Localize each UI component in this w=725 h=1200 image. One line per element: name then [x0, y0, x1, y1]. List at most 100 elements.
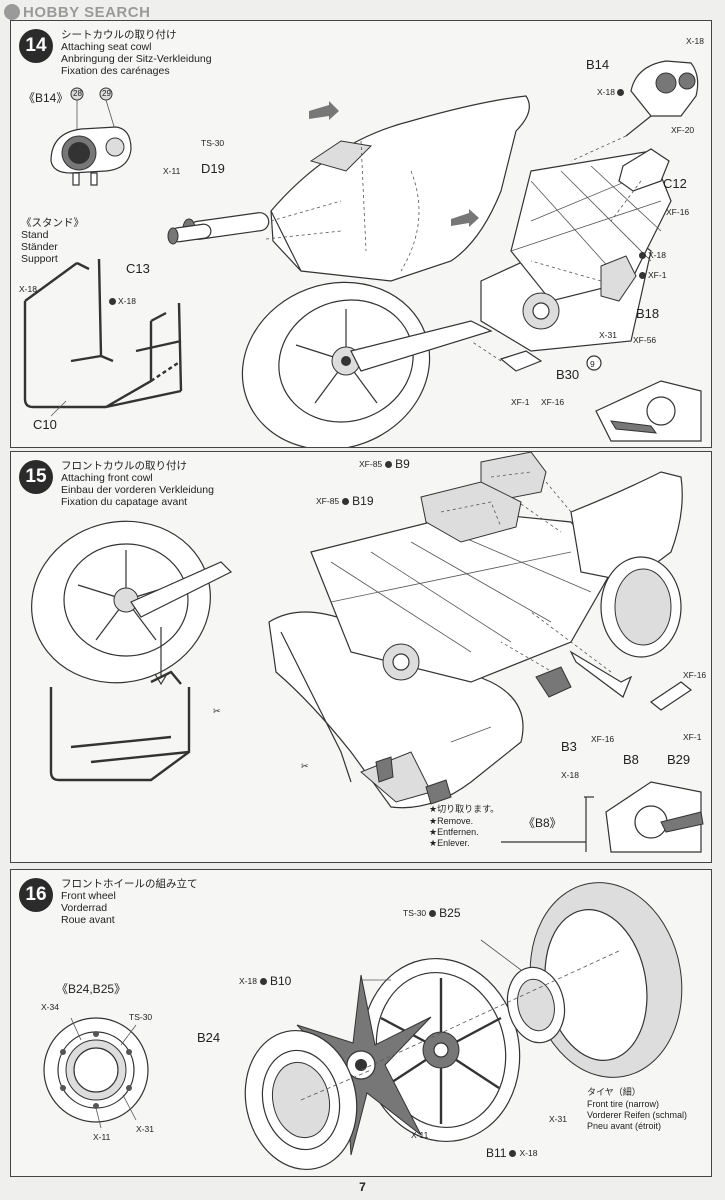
callout-9: 9: [590, 359, 595, 369]
tire-caption-jp: タイヤ（細）: [587, 1088, 641, 1098]
step-15-header: 15 フロントカウルの取り付け Attaching front cowl Ein…: [19, 460, 214, 508]
paint-dot-icon: [259, 977, 267, 985]
tire-caption-de: Vorderer Reifen (schmal): [587, 1110, 688, 1120]
paint-stand-x18-b: X-18: [109, 296, 136, 306]
step-14-title-en: Attaching seat cowl: [61, 41, 152, 53]
tire-caption-en: Front tire (narrow): [587, 1099, 660, 1109]
part-c10: C10: [33, 417, 57, 432]
paint-b14-x18-a: X-18: [686, 36, 704, 46]
paint-b18-xf56: XF-56: [633, 335, 657, 345]
cut-note-jp: ★切り取ります。: [429, 805, 500, 815]
cut-mark-a: ✂: [213, 707, 221, 717]
part-b8: B8: [623, 752, 639, 767]
step-14-header: 14 シートカウルの取り付け Attaching seat cowl Anbri…: [19, 29, 212, 77]
paint-inset-x31: X-31: [136, 1124, 154, 1134]
decal-29: 29: [102, 89, 111, 98]
paint-dot-icon: [509, 1149, 517, 1157]
cut-note-fr: ★Enlever.: [429, 838, 470, 848]
step-15-panel: 15 フロントカウルの取り付け Attaching front cowl Ein…: [10, 451, 712, 863]
paint-rotor-x31: X-31: [549, 1114, 567, 1124]
part-b14: B14: [586, 57, 610, 72]
step-14-title-de: Anbringung der Sitz-Verkleidung: [61, 53, 212, 65]
step-14-drawing: [23, 60, 702, 447]
watermark-text: HOBBY SEARCH: [23, 3, 151, 21]
paint-b14-xf20: XF-20: [671, 125, 695, 135]
step-16-number: 16: [19, 878, 53, 912]
step-14-title-jp: シートカウルの取り付け: [61, 29, 177, 41]
part-c12: C12: [663, 176, 687, 191]
tire-caption-fr: Pneu avant (étroit): [587, 1121, 662, 1131]
paint-dot-icon: [639, 251, 646, 259]
paint-dot-icon: [616, 88, 624, 96]
page-number: 7: [359, 1180, 366, 1194]
paint-b30-xf1: XF-1: [511, 397, 530, 407]
paint-b3-x18: X-18: [561, 770, 579, 780]
paint-dot-icon: [639, 271, 646, 279]
paint-b30-xf16: XF-16: [541, 397, 565, 407]
paint-d19-x11: X-11: [163, 166, 181, 176]
tire-caption: タイヤ（細） Front tire (narrow) Vorderer Reif…: [587, 1088, 687, 1132]
paint-b18-x18: X-18: [639, 250, 666, 260]
step-15-title-de: Einbau der vorderen Verkleidung: [61, 484, 214, 496]
cut-note-en: ★Remove.: [429, 816, 474, 826]
part-b18: B18: [636, 306, 660, 321]
stand-caption: 《スタンド》 Stand Ständer Support: [21, 217, 84, 265]
step-16-title-en: Front wheel: [61, 890, 116, 902]
step-15-title-en: Attaching front cowl: [61, 472, 153, 484]
stand-caption-fr: Support: [21, 253, 58, 265]
part-b30: B30: [556, 367, 580, 382]
paint-b10-x11: X-11: [411, 1130, 429, 1140]
stand-caption-de: Ständer: [21, 241, 58, 253]
part-b3: B3: [561, 739, 577, 754]
stand-caption-en: Stand: [21, 229, 49, 241]
inset-b8-label: 《B8》: [523, 816, 562, 830]
part-c13: C13: [126, 261, 150, 276]
paint-inset-x11: X-11: [93, 1132, 111, 1142]
step-14-title-fr: Fixation des carénages: [61, 65, 170, 77]
inset-b24-b25-label: 《B24,B25》: [56, 982, 127, 996]
paint-b8-xf16: XF-16: [591, 734, 615, 744]
step-14-titles: シートカウルの取り付け Attaching seat cowl Anbringu…: [61, 29, 212, 77]
paint-inset-x34: X-34: [41, 1002, 59, 1012]
paint-dot-icon: [385, 460, 393, 468]
paint-inset-ts30: TS-30: [129, 1012, 153, 1022]
step-16-header: 16 フロントホイールの組み立て Front wheel Vorderrad R…: [19, 878, 198, 926]
step-14-number: 14: [19, 29, 53, 63]
paint-b29-xf16: XF-16: [683, 670, 707, 680]
step-16-titles: フロントホイールの組み立て Front wheel Vorderrad Roue…: [61, 878, 198, 926]
step-16-title-de: Vorderrad: [61, 902, 108, 914]
step-15-title-jp: フロントカウルの取り付け: [61, 460, 187, 472]
cut-note-de: ★Entfernen.: [429, 827, 479, 837]
paint-dot-icon: [342, 497, 350, 505]
stand-caption-jp: 《スタンド》: [21, 217, 84, 229]
paint-stand-x18-a: X-18: [19, 284, 37, 294]
step-15-drawing: [31, 452, 704, 853]
watermark-logo-icon: [4, 4, 20, 20]
cut-note: ★切り取ります。 ★Remove. ★Entfernen. ★Enlever.: [429, 805, 499, 849]
step-14-panel: 14 シートカウルの取り付け Attaching seat cowl Anbri…: [10, 20, 712, 448]
decal-28: 28: [73, 89, 82, 98]
paint-b18-x31: X-31: [599, 330, 617, 340]
paint-b18-xf1: XF-1: [639, 270, 666, 280]
watermark: HOBBY SEARCH: [4, 3, 150, 21]
cut-mark-b: ✂: [301, 762, 309, 772]
step-15-titles: フロントカウルの取り付け Attaching front cowl Einbau…: [61, 460, 214, 508]
step-15-title-fr: Fixation du capatage avant: [61, 496, 188, 508]
paint-b14-x18-b: X-18: [597, 87, 624, 97]
step-16-panel: 16 フロントホイールの組み立て Front wheel Vorderrad R…: [10, 869, 712, 1177]
step-16-title-fr: Roue avant: [61, 914, 115, 926]
paint-b29-xf1: XF-1: [683, 732, 702, 742]
paint-dot-icon: [429, 909, 437, 917]
part-b29: B29: [667, 752, 691, 767]
step-15-number: 15: [19, 460, 53, 494]
part-d19: D19: [201, 161, 225, 176]
paint-d19-ts30: TS-30: [201, 138, 225, 148]
part-b24: B24: [197, 1030, 221, 1045]
paint-dot-icon: [109, 297, 116, 305]
paint-c12-xf16: XF-16: [666, 207, 690, 217]
